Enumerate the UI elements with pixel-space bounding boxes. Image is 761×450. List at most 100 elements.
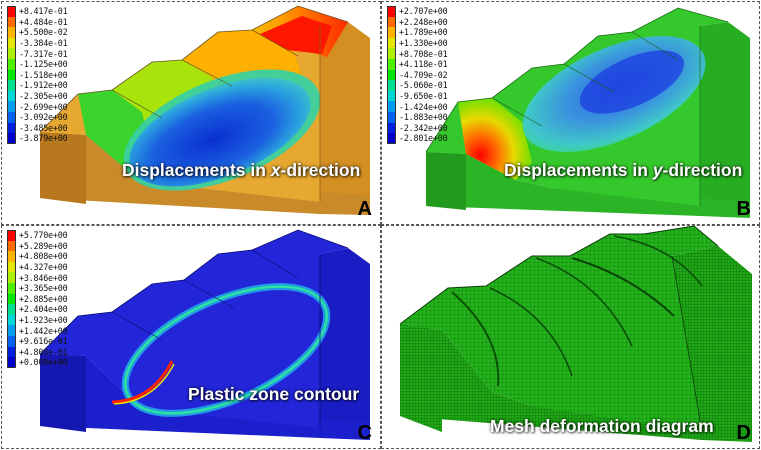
legend-value: +4.327e+00	[19, 262, 68, 273]
slope-contour-x-displacement	[39, 5, 370, 215]
legend-swatch	[7, 90, 16, 102]
legend-swatch	[7, 325, 16, 336]
legend-entry: +1.789e+00	[387, 27, 448, 38]
legend-swatch	[7, 346, 16, 358]
legend-swatch	[7, 335, 16, 347]
legend-swatch	[7, 122, 16, 134]
legend-value: -3.092e+00	[19, 112, 68, 123]
legend-swatch	[7, 282, 16, 294]
legend-swatch	[387, 48, 396, 59]
legend-swatch	[7, 16, 16, 28]
legend-swatch	[387, 69, 396, 81]
legend-swatch	[7, 230, 16, 241]
legend-value: +5.289e+00	[19, 240, 68, 251]
legend-value: -2.305e+00	[19, 91, 68, 102]
legend-entry: -2.699e+00	[7, 101, 68, 112]
legend-entry: -3.092e+00	[7, 111, 68, 123]
legend-value: -1.912e+00	[19, 80, 68, 91]
legend-entry: -7.317e-01	[7, 48, 68, 59]
deformed-mesh-slope	[399, 226, 752, 442]
legend-value: +4.808e+00	[19, 251, 68, 262]
legend-value: -4.709e-02	[399, 69, 448, 80]
color-legend-a: +8.417e-01+4.484e-01+5.500e-02-3.384e-01…	[7, 6, 68, 144]
legend-value: -3.384e-01	[19, 38, 68, 49]
legend-entry: +2.404e+00	[7, 304, 68, 315]
legend-swatch	[387, 58, 396, 70]
legend-swatch	[7, 69, 16, 81]
legend-value: +2.885e+00	[19, 293, 68, 304]
color-legend-c: +5.770e+00+5.289e+00+4.808e+00+4.327e+00…	[7, 230, 68, 368]
legend-entry: +2.248e+00	[387, 16, 448, 28]
panel-a-label: A	[357, 198, 372, 220]
legend-value: -2.801e+00	[399, 133, 448, 144]
panel-a-caption: Displacements in x-direction	[122, 160, 361, 180]
legend-swatch	[7, 58, 16, 70]
legend-value: -2.342e+00	[399, 122, 448, 133]
legend-swatch	[387, 111, 396, 123]
legend-value: -2.699e+00	[19, 101, 68, 112]
legend-value: +2.707e+00	[399, 6, 448, 17]
legend-swatch	[387, 133, 396, 144]
legend-value: +8.708e-01	[399, 48, 448, 59]
legend-value: -3.485e+00	[19, 122, 68, 133]
slope-contour-plastic-zone	[39, 229, 370, 440]
color-legend-b: +2.707e+00+2.248e+00+1.789e+00+1.330e+00…	[387, 6, 448, 144]
legend-value: +2.404e+00	[19, 304, 68, 315]
panel-d-caption: Mesh deformation diagram	[490, 416, 714, 436]
legend-swatch	[7, 293, 16, 305]
panel-c-plastic-zone: +5.770e+00+5.289e+00+4.808e+00+4.327e+00…	[1, 225, 381, 449]
legend-swatch	[7, 357, 16, 368]
legend-swatch	[7, 304, 16, 315]
panel-b-label: B	[736, 198, 751, 220]
panel-c-caption: Plastic zone contour	[188, 384, 360, 404]
legend-entry: +3.365e+00	[7, 282, 68, 294]
legend-entry: -5.060e-01	[387, 80, 448, 91]
legend-entry: +0.000e+00	[7, 357, 68, 368]
legend-entry: -9.650e-01	[387, 90, 448, 102]
legend-entry: +4.484e-01	[7, 16, 68, 28]
legend-value: -9.650e-01	[399, 91, 448, 102]
legend-value: -7.317e-01	[19, 48, 68, 59]
panel-d-mesh-deformation: Mesh deformation diagram D	[381, 225, 760, 449]
panel-b-y-displacement: +2.707e+00+2.248e+00+1.789e+00+1.330e+00…	[381, 1, 760, 225]
legend-entry: +3.846e+00	[7, 272, 68, 283]
legend-value: +4.808e-01	[19, 346, 68, 357]
legend-entry: +4.808e-01	[7, 346, 68, 358]
panel-a-x-displacement: +8.417e-01+4.484e-01+5.500e-02-3.384e-01…	[1, 1, 381, 225]
legend-value: +1.330e+00	[399, 38, 448, 49]
legend-value: +5.500e-02	[19, 27, 68, 38]
legend-entry: -3.879e+00	[7, 133, 68, 144]
legend-entry: -1.518e+00	[7, 69, 68, 81]
legend-entry: +9.616e-01	[7, 335, 68, 347]
legend-entry: +4.808e+00	[7, 251, 68, 262]
legend-entry: +1.442e+00	[7, 325, 68, 336]
legend-swatch	[7, 27, 16, 38]
legend-swatch	[387, 6, 396, 17]
legend-entry: +5.500e-02	[7, 27, 68, 38]
panel-c-label: C	[357, 422, 372, 444]
legend-swatch	[7, 240, 16, 252]
legend-swatch	[7, 251, 16, 262]
legend-value: -5.060e-01	[399, 80, 448, 91]
legend-value: +1.789e+00	[399, 27, 448, 38]
legend-swatch	[387, 122, 396, 134]
legend-value: -1.424e+00	[399, 101, 448, 112]
legend-swatch	[7, 48, 16, 59]
legend-entry: -2.305e+00	[7, 90, 68, 102]
legend-entry: +8.708e-01	[387, 48, 448, 59]
legend-value: +4.118e-01	[399, 59, 448, 70]
legend-swatch	[387, 16, 396, 28]
legend-swatch	[7, 133, 16, 144]
legend-value: -1.883e+00	[399, 112, 448, 123]
legend-value: -3.879e+00	[19, 133, 68, 144]
legend-swatch	[7, 314, 16, 326]
legend-swatch	[387, 90, 396, 102]
panel-b-caption: Displacements in y-direction	[504, 160, 743, 180]
legend-entry: +5.289e+00	[7, 240, 68, 252]
legend-value: +3.365e+00	[19, 283, 68, 294]
legend-swatch	[7, 261, 16, 273]
legend-entry: +2.885e+00	[7, 293, 68, 305]
legend-value: +1.442e+00	[19, 325, 68, 336]
legend-value: +8.417e-01	[19, 6, 68, 17]
legend-swatch	[387, 37, 396, 49]
